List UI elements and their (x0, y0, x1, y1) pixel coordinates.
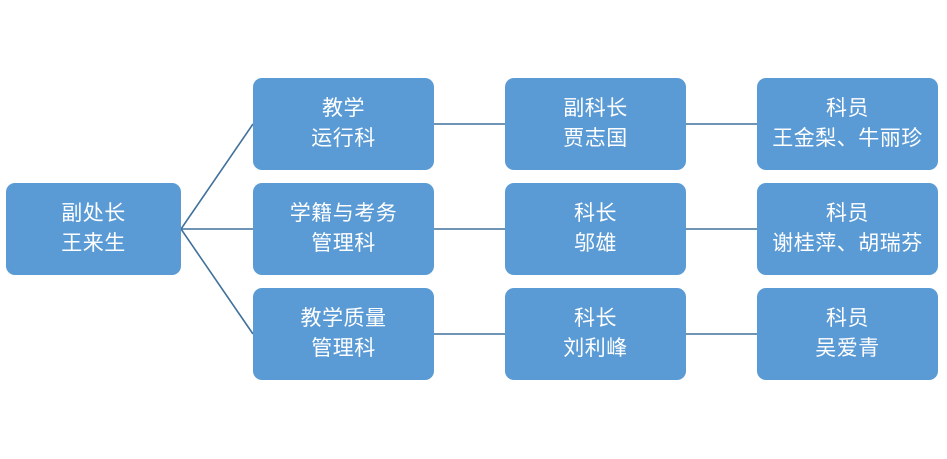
node-staff-2[interactable]: 科员 谢桂萍、胡瑞芬 (757, 183, 938, 275)
node-staff-2-names: 谢桂萍、胡瑞芬 (772, 231, 923, 255)
node-head-1-name: 贾志国 (563, 126, 628, 150)
node-unit-2-line2: 管理科 (311, 231, 376, 255)
node-head-2-title: 科长 (574, 201, 617, 226)
node-root-name: 王来生 (61, 231, 126, 255)
node-unit-1[interactable]: 教学 运行科 (253, 78, 434, 170)
node-unit-2[interactable]: 学籍与考务 管理科 (253, 183, 434, 275)
node-root-title: 副处长 (61, 201, 126, 226)
node-root[interactable]: 副处长 王来生 (6, 183, 181, 275)
node-staff-2-title: 科员 (826, 201, 869, 226)
node-staff-3-title: 科员 (826, 306, 869, 331)
node-staff-1-title: 科员 (826, 96, 869, 121)
node-unit-3[interactable]: 教学质量 管理科 (253, 288, 434, 380)
node-head-2[interactable]: 科长 邬雄 (505, 183, 686, 275)
node-head-3-name: 刘利峰 (563, 336, 628, 360)
node-staff-1[interactable]: 科员 王金梨、牛丽珍 (757, 78, 938, 170)
node-unit-1-line2: 运行科 (311, 126, 376, 150)
node-staff-1-names: 王金梨、牛丽珍 (772, 126, 923, 150)
node-head-3-title: 科长 (574, 306, 617, 331)
node-unit-1-line1: 教学 (322, 96, 365, 121)
connector-root-to-branch-3 (180, 228, 254, 335)
node-unit-3-line1: 教学质量 (300, 306, 387, 331)
node-unit-2-line1: 学籍与考务 (289, 201, 398, 226)
node-head-1[interactable]: 副科长 贾志国 (505, 78, 686, 170)
node-head-3[interactable]: 科长 刘利峰 (505, 288, 686, 380)
node-head-2-name: 邬雄 (574, 231, 617, 255)
node-head-1-title: 副科长 (563, 96, 628, 121)
node-staff-3-names: 吴爱青 (815, 336, 880, 360)
connector-root-to-branch-1 (180, 123, 254, 230)
node-unit-3-line2: 管理科 (311, 336, 376, 360)
node-staff-3[interactable]: 科员 吴爱青 (757, 288, 938, 380)
